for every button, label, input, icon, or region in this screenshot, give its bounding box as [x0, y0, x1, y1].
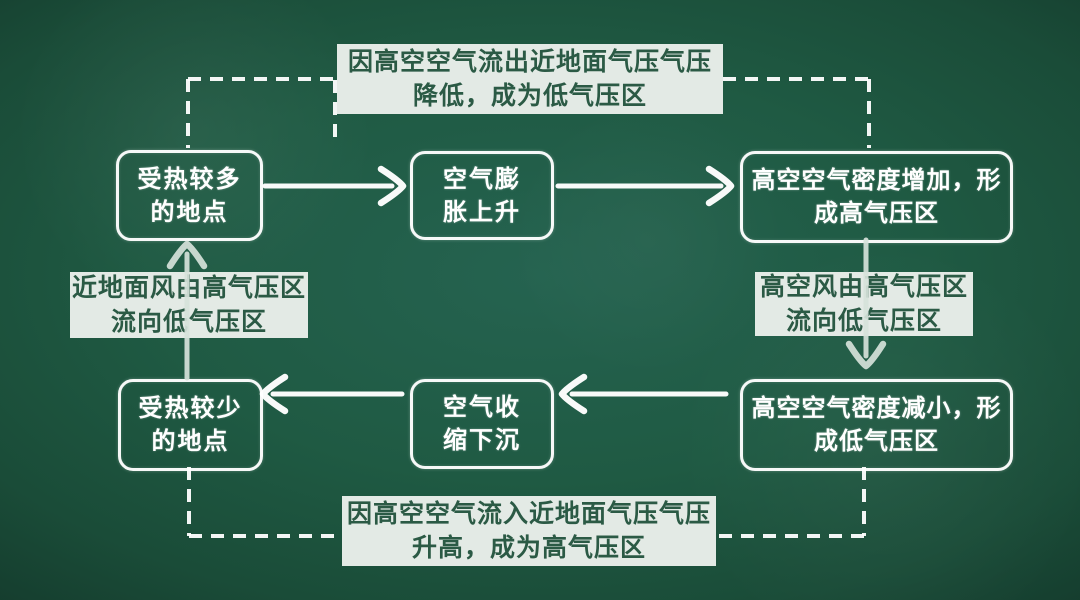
arrow-lowpressure-to-contract [558, 373, 729, 415]
node-line: 成低气压区 [814, 428, 939, 455]
node-line: 空气收 [443, 394, 521, 421]
node-line: 高空空气密度减小，形 [751, 395, 1002, 422]
arrow-expand-to-high-pressure [555, 165, 735, 207]
arrow-contract-to-heated-less [259, 373, 405, 415]
node-line: 受热较少 [138, 395, 243, 422]
arrow-heated-to-expand [262, 165, 407, 207]
node-line: 高空空气密度增加，形 [751, 167, 1002, 194]
label-line: 因高空空气流出近地面气压气压 [347, 48, 712, 76]
node-line: 的地点 [151, 428, 230, 455]
node-heated-less-location: 受热较少 的地点 [118, 379, 263, 471]
label-upper-low-pressure: 因高空空气流出近地面气压气压 降低，成为低气压区 [337, 44, 723, 114]
label-line: 流向低气压区 [110, 308, 267, 336]
node-aloft-density-decrease: 高空空气密度减小，形 成低气压区 [740, 379, 1013, 471]
label-line: 近地面风由高气压区 [71, 274, 306, 302]
node-line: 胀上升 [443, 198, 521, 226]
node-line: 空气膨 [443, 165, 521, 193]
node-heated-more-location: 受热较多 的地点 [116, 150, 263, 241]
node-line: 受热较多 [137, 165, 242, 193]
node-line: 的地点 [150, 198, 229, 226]
node-aloft-density-increase: 高空空气密度增加，形 成高气压区 [740, 151, 1013, 243]
label-upper-wind: 高空风由高气压区 流向低气压区 [755, 272, 973, 336]
node-air-contracts-sinks: 空气收 缩下沉 [410, 379, 554, 469]
label-line: 因高空空气流入近地面气压气压 [346, 500, 711, 528]
node-line: 缩下沉 [443, 427, 521, 454]
label-line: 升高，成为高气压区 [411, 534, 646, 562]
label-surface-wind: 近地面风由高气压区 流向低气压区 [70, 272, 308, 338]
label-line: 降低，成为低气压区 [412, 82, 647, 110]
node-line: 成高气压区 [814, 200, 939, 227]
label-surface-high-pressure: 因高空空气流入近地面气压气压 升高，成为高气压区 [342, 496, 716, 566]
label-line: 流向低气压区 [785, 307, 942, 335]
node-air-expands-rises: 空气膨 胀上升 [410, 151, 554, 240]
label-line: 高空风由高气压区 [759, 273, 968, 301]
